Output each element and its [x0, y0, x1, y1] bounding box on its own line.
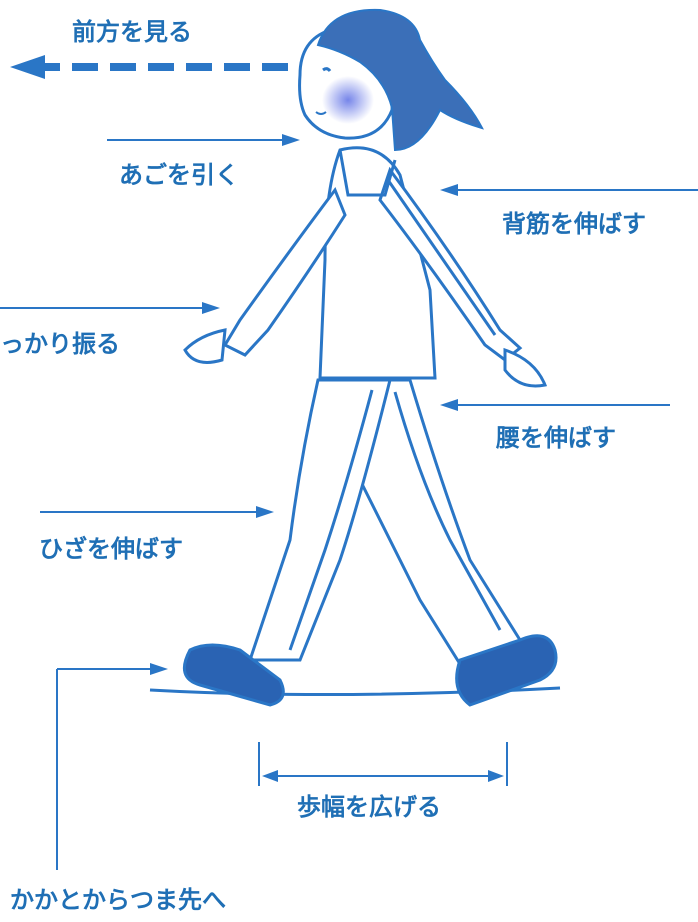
mouth: [315, 111, 327, 115]
left-arm: [222, 186, 347, 357]
dashed-left-arrow-icon: [10, 55, 288, 79]
heel-arrow-icon: [56, 663, 168, 870]
back-shoe: [455, 634, 558, 707]
chin-arrow-icon: [107, 134, 300, 146]
right-hand: [503, 347, 548, 388]
label-heel-to-toe: かかとからつま先へ: [10, 886, 226, 914]
arm-stripe: [386, 179, 497, 336]
collar: [338, 149, 397, 197]
label-chin: あごを引く: [119, 161, 239, 189]
label-knees: ひざを伸ばす: [39, 535, 183, 563]
label-back: 背筋を伸ばす: [502, 210, 646, 238]
jacket: [318, 146, 437, 380]
waist-arrow-icon: [440, 399, 670, 411]
front-leg: [247, 378, 392, 662]
label-look-forward: 前方を見る: [72, 18, 192, 46]
hair: [316, 8, 484, 152]
back-arrow-icon: [440, 184, 698, 196]
left-hand: [183, 328, 227, 364]
label-waist: 腰を伸ばす: [496, 424, 616, 452]
leg-stripe: [288, 389, 374, 651]
label-stride: 歩幅を広げる: [297, 793, 441, 821]
eye: [322, 67, 332, 72]
leg-stripe-2: [393, 391, 502, 631]
knees-arrow-icon: [40, 506, 274, 518]
front-shoe: [182, 643, 285, 707]
stride-arrow-icon: [258, 742, 508, 786]
arms-arrow-icon: [0, 302, 220, 314]
label-arms: っかり振る: [0, 330, 120, 358]
cheek: [322, 76, 374, 124]
